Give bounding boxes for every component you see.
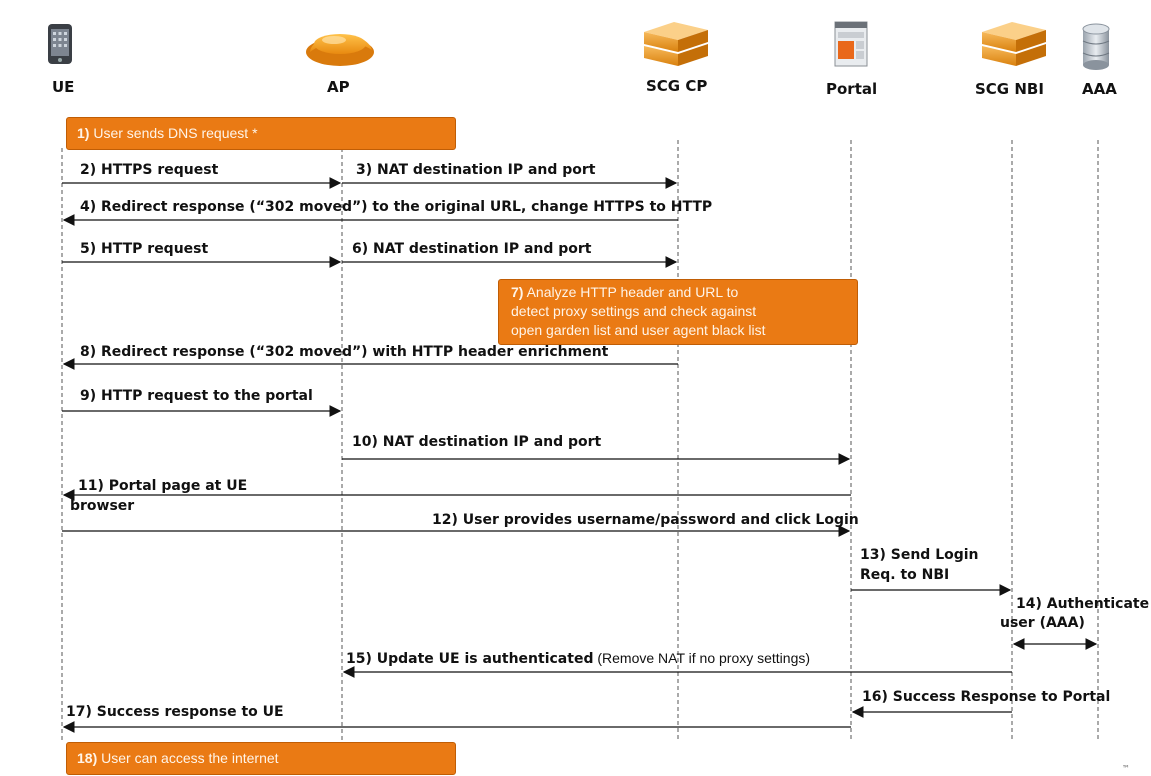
actor-label-scgcp: SCG CP <box>646 77 708 95</box>
step-13-label-line-1: 13) Send Login <box>860 547 979 563</box>
message-arrows <box>62 177 1098 733</box>
step-14-label-line-2: user (AAA) <box>1000 615 1085 631</box>
trademark-mark: ™ <box>1122 764 1130 773</box>
step-4-label: 4) Redirect response (“302 moved”) to th… <box>80 199 713 215</box>
step-15-plain-text: (Remove NAT if no proxy settings) <box>593 650 811 666</box>
step-7-line-2: detect proxy settings and check against <box>511 303 757 319</box>
database-icon <box>1082 23 1110 70</box>
step-6-label: 6) NAT destination IP and port <box>352 241 592 257</box>
step-1-box: 1) User sends DNS request * <box>66 117 456 150</box>
server-stack-icon <box>982 22 1046 66</box>
step-1-number: 1) <box>77 125 90 141</box>
step-7-line-3: open garden list and user agent black li… <box>511 322 766 338</box>
step-7-box: 7) Analyze HTTP header and URL to detect… <box>498 279 858 345</box>
step-13-label-line-2: Req. to NBI <box>860 567 950 583</box>
step-18-text: User can access the internet <box>101 750 279 766</box>
step-18-number: 18) <box>77 750 98 766</box>
actor-label-portal: Portal <box>826 80 878 98</box>
step-12-label: 12) User provides username/password and … <box>432 512 859 528</box>
step-17-label: 17) Success response to UE <box>66 704 284 720</box>
step-10-label: 10) NAT destination IP and port <box>352 434 602 450</box>
lifelines <box>61 140 1099 740</box>
actor-label-ue: UE <box>52 78 75 96</box>
phone-icon <box>48 24 72 64</box>
step-5-label: 5) HTTP request <box>80 241 209 257</box>
step-11-label-line-2: browser <box>70 498 135 514</box>
actor-label-aaa: AAA <box>1082 80 1117 98</box>
step-2-label: 2) HTTPS request <box>80 162 219 178</box>
step-16-label: 16) Success Response to Portal <box>862 689 1111 705</box>
actor-label-scgnbi: SCG NBI <box>975 80 1044 98</box>
web-page-icon <box>834 21 868 67</box>
access-point-icon <box>306 34 374 66</box>
step-15-bold-text: 15) Update UE is authenticated <box>346 651 594 667</box>
step-3-label: 3) NAT destination IP and port <box>356 162 596 178</box>
step-7-line-1: 7) Analyze HTTP header and URL to <box>511 284 739 300</box>
step-18-box: 18) User can access the internet <box>66 742 456 775</box>
step-8-label: 8) Redirect response (“302 moved”) with … <box>80 344 609 360</box>
step-1-text: User sends DNS request * <box>93 125 258 141</box>
actor-label-ap: AP <box>327 78 350 96</box>
step-11-label-line-1: 11) Portal page at UE <box>78 478 248 494</box>
step-14-label-line-1: 14) Authenticate <box>1016 596 1150 612</box>
server-stack-icon <box>644 22 708 66</box>
step-15-label: 15) Update UE is authenticated (Remove N… <box>346 650 810 667</box>
step-9-label: 9) HTTP request to the portal <box>80 388 313 404</box>
